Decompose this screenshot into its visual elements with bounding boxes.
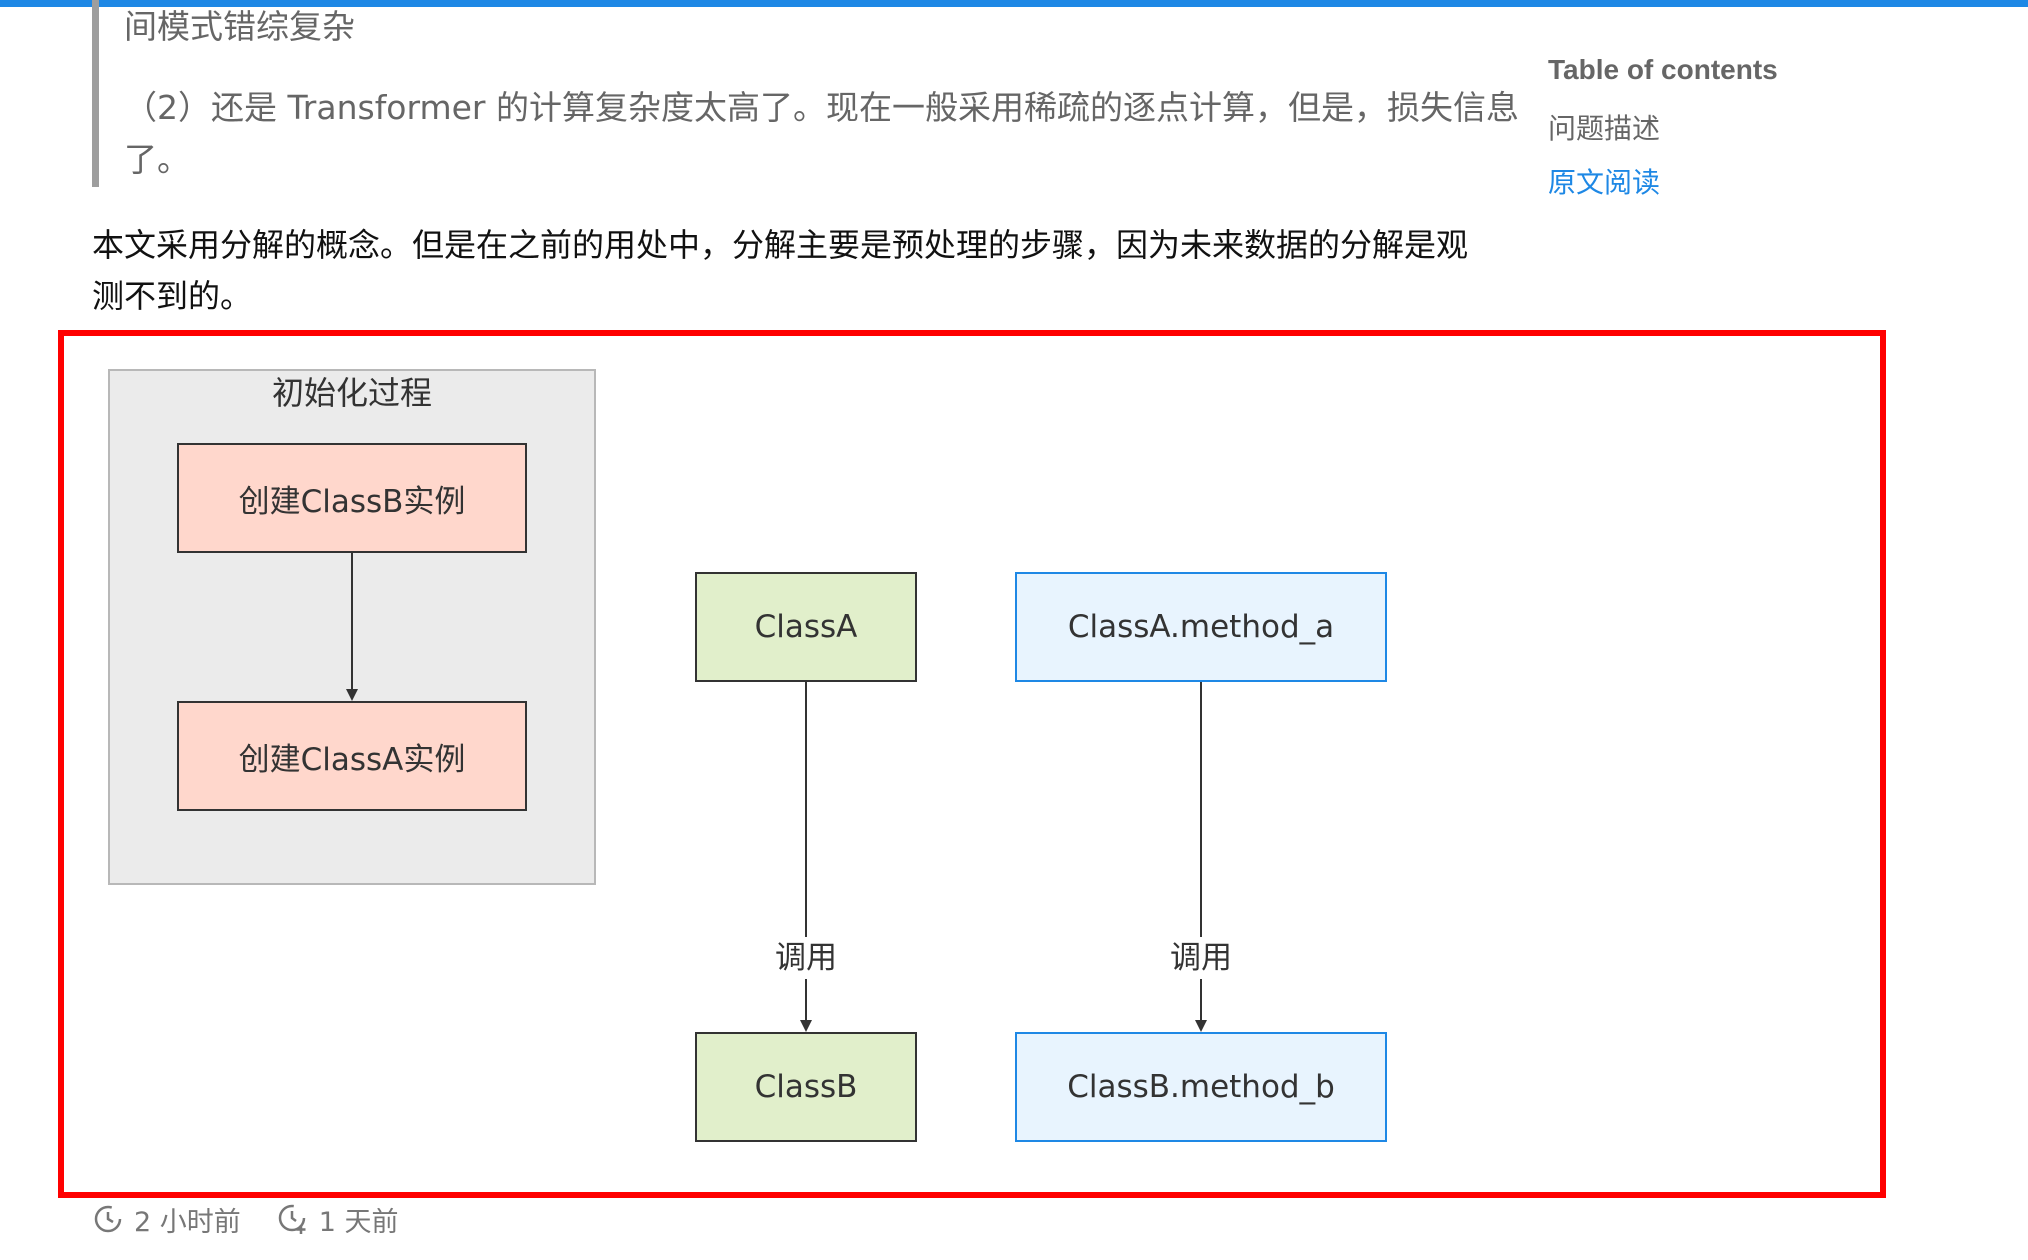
post-meta: 2 小时前 1 天前: [92, 1198, 399, 1240]
toc-title: Table of contents: [1548, 54, 1778, 85]
clock-plus-icon: [278, 1204, 306, 1234]
edge-label-call-1: 调用: [746, 937, 866, 979]
init-cluster-label: 初始化过程: [271, 374, 432, 412]
created-time: 1 天前: [318, 1206, 399, 1238]
node-classb-method-b: ClassB.method_b: [1015, 1032, 1387, 1142]
node-create-classa: 创建ClassA实例: [177, 701, 527, 811]
highlight-box: [58, 330, 1886, 1198]
blockquote-line-3: 了。: [124, 140, 190, 179]
blockquote-line-2: （2）还是 Transformer 的计算复杂度太高了。现在一般采用稀疏的逐点计…: [124, 88, 1519, 127]
node-classa: ClassA: [695, 572, 917, 682]
top-accent-bar: [0, 0, 2028, 7]
toc-item-problem[interactable]: 问题描述: [1548, 112, 1661, 145]
toc-item-reading[interactable]: 原文阅读: [1548, 166, 1661, 199]
node-classb: ClassB: [695, 1032, 917, 1142]
updated-time: 2 小时前: [134, 1206, 241, 1238]
node-create-classb: 创建ClassB实例: [177, 443, 527, 553]
blockquote-line-1: 间模式错综复杂: [124, 7, 355, 46]
edge-label-call-2: 调用: [1141, 937, 1261, 979]
node-classa-method-a: ClassA.method_a: [1015, 572, 1387, 682]
paragraph-line-1: 本文采用分解的概念。但是在之前的用处中，分解主要是预处理的步骤，因为未来数据的分…: [92, 226, 1469, 264]
paragraph-line-2: 测不到的。: [92, 277, 253, 315]
history-icon: [94, 1205, 122, 1233]
blockquote-bar: [92, 0, 99, 187]
